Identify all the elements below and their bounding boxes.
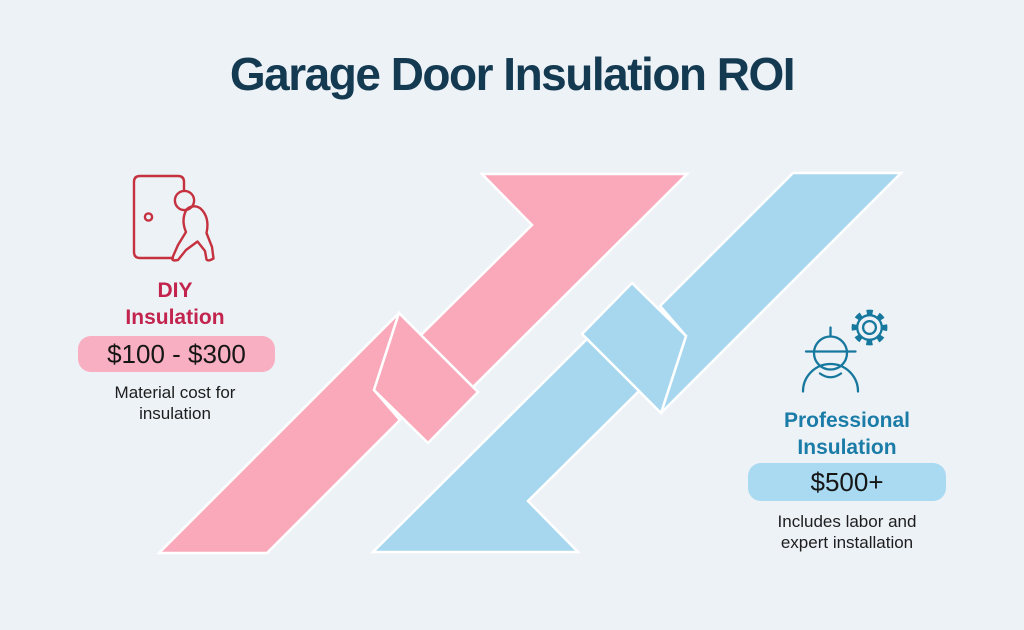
blue-arrow-head-and-upper-shaft xyxy=(369,337,641,554)
professional-description-line2: expert installation xyxy=(780,532,914,552)
door-knob xyxy=(143,212,154,222)
professional-label-line1: Professional xyxy=(783,409,911,432)
professional-label-line2: Insulation xyxy=(797,435,897,459)
gear-hole xyxy=(861,319,878,336)
diy-description-line2: insulation xyxy=(139,403,211,423)
person-head xyxy=(173,189,196,212)
diy-price-badge: $100 - $300 xyxy=(78,336,275,372)
professional-section-label: Professional Insulation xyxy=(707,408,987,461)
door-outline xyxy=(132,174,186,260)
door-person-icon xyxy=(132,174,215,262)
gear-teeth-ring xyxy=(851,309,888,346)
gear-icon xyxy=(851,309,888,346)
professional-description-line1: Includes labor and xyxy=(777,512,917,531)
professional-description: Includes labor and expert installation xyxy=(707,512,987,553)
person-body xyxy=(171,205,215,262)
pink-arrow-head-and-upper-shaft xyxy=(419,172,691,389)
professional-price-text: $500+ xyxy=(810,467,884,497)
engineer-chin xyxy=(818,372,843,379)
blue-arrow-shaft-lower xyxy=(658,171,905,414)
page-title: Garage Door Insulation ROI xyxy=(229,48,796,100)
diy-section-label: DIY Insulation xyxy=(35,278,315,331)
pink-trend-arrow-icon xyxy=(155,172,691,555)
diy-label-line2: Insulation xyxy=(125,305,225,329)
diy-price-text: $100 - $300 xyxy=(107,339,246,369)
pink-arrow-shaft-lower xyxy=(155,312,402,555)
diy-label-line1: DIY xyxy=(157,279,193,302)
diy-description-line1: Material cost for xyxy=(114,383,236,402)
engineer-shoulders xyxy=(801,362,860,393)
professional-price-badge: $500+ xyxy=(748,463,946,501)
blue-trend-arrow-icon xyxy=(369,171,905,554)
diy-description: Material cost for insulation xyxy=(35,383,315,424)
gear-body xyxy=(856,314,883,341)
engineer-gear-icon xyxy=(801,309,888,393)
